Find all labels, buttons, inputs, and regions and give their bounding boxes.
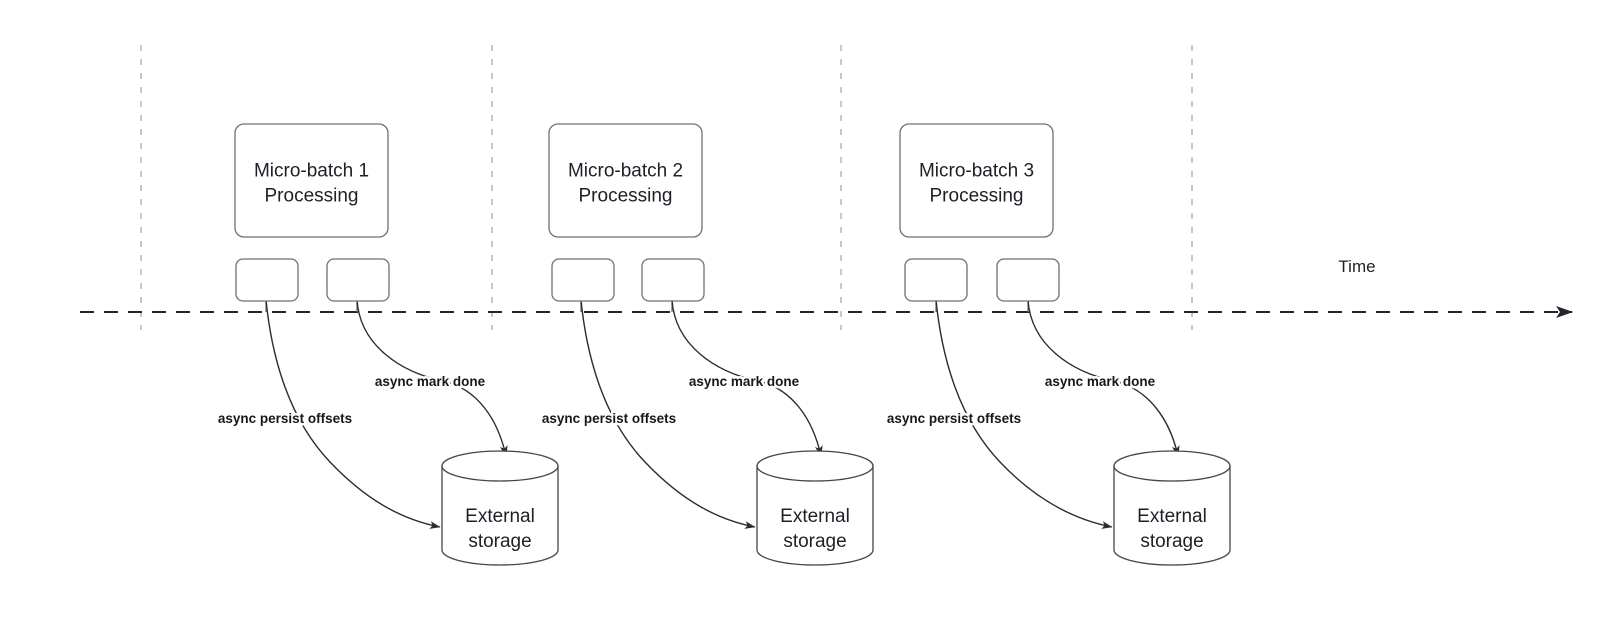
storage-label-line2: storage — [1140, 531, 1203, 552]
storage-cylinder-body — [1113, 465, 1231, 566]
task-box-mark-done — [996, 258, 1060, 302]
async-persist-offsets-arrow — [265, 299, 441, 529]
storage-label-line1: External — [465, 506, 535, 527]
async-mark-done-arrow — [671, 299, 823, 457]
storage-label-line1: External — [780, 506, 850, 527]
async-persist-offsets-label-halo: async persist offsets — [887, 411, 1021, 426]
async-mark-done-label: async mark done — [689, 374, 800, 389]
micro-batch-box — [899, 123, 1054, 238]
task-box-mark-done — [641, 258, 705, 302]
task-box-persist — [904, 258, 968, 302]
task-box-persist — [235, 258, 299, 302]
async-mark-done-label-halo: async mark done — [375, 374, 486, 389]
storage-cylinder-top — [756, 450, 874, 482]
async-persist-offsets-label-halo: async persist offsets — [542, 411, 676, 426]
async-persist-offsets-arrow — [935, 299, 1113, 529]
storage-cylinder-body — [441, 465, 559, 566]
storage-cylinder-body — [756, 465, 874, 566]
time-axis: Time — [80, 257, 1574, 318]
task-box-persist — [551, 258, 615, 302]
micro-batch-label-line1: Micro-batch 3 — [919, 161, 1034, 182]
storage-label-line2: storage — [783, 531, 846, 552]
async-persist-offsets-label-halo: async persist offsets — [218, 411, 352, 426]
async-mark-done-label-halo: async mark done — [689, 374, 800, 389]
micro-batch-label-line2: Processing — [265, 186, 359, 207]
time-axis-label: Time — [1338, 257, 1375, 276]
async-mark-done-label: async mark done — [375, 374, 486, 389]
task-box-mark-done — [326, 258, 390, 302]
micro-batch-label-line2: Processing — [579, 186, 673, 207]
micro-batch-box — [548, 123, 703, 238]
async-persist-offsets-label: async persist offsets — [542, 411, 676, 426]
async-mark-done-label: async mark done — [1045, 374, 1156, 389]
micro-batch-label-line1: Micro-batch 1 — [254, 161, 369, 182]
async-persist-offsets-label: async persist offsets — [218, 411, 352, 426]
micro-batch-box — [234, 123, 389, 238]
async-persist-offsets-label: async persist offsets — [887, 411, 1021, 426]
time-dividers — [140, 45, 1193, 330]
async-mark-done-arrow — [1027, 299, 1180, 457]
micro-batch-label-line1: Micro-batch 2 — [568, 161, 683, 182]
async-mark-done-arrow — [356, 299, 508, 457]
async-mark-done-label-halo: async mark done — [1045, 374, 1156, 389]
micro-batch-label-line2: Processing — [930, 186, 1024, 207]
storage-cylinder-top — [1113, 450, 1231, 482]
storage-label-line1: External — [1137, 506, 1207, 527]
storage-cylinder-top — [441, 450, 559, 482]
storage-label-line2: storage — [468, 531, 531, 552]
async-persist-offsets-arrow — [580, 299, 756, 529]
